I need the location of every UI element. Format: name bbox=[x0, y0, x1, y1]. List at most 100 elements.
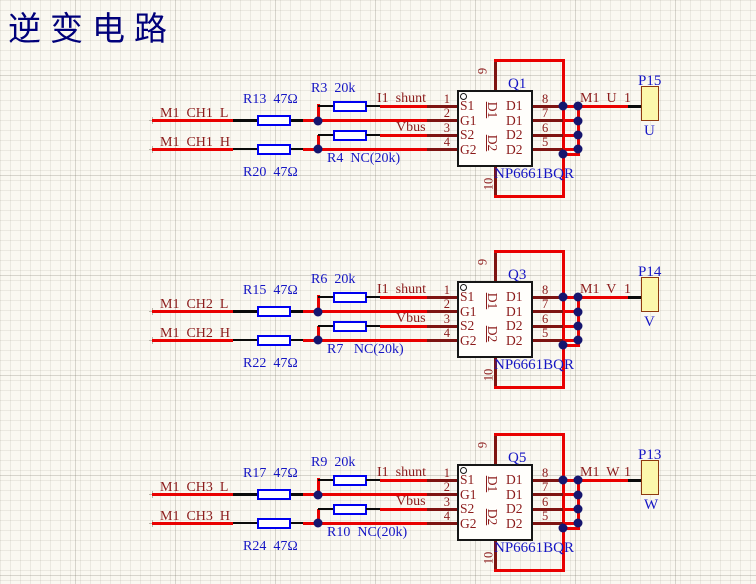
ic-part-number[interactable]: NP6661BQR bbox=[494, 540, 575, 556]
resistor-body-shunt[interactable] bbox=[333, 100, 367, 112]
circuit-block: M1 CH3 L M1 CH3 H R17 47Ω R24 47Ω R9 20k… bbox=[0, 374, 756, 584]
resistor-designator-series-l[interactable]: R13 47Ω bbox=[243, 92, 298, 107]
net-label-ch-h[interactable]: M1 CH2 H bbox=[160, 325, 231, 341]
junction-dot bbox=[313, 116, 323, 125]
pin-number: 3 bbox=[443, 494, 450, 509]
wire-rail-jumper bbox=[561, 152, 579, 156]
ic-pin-name: D2 bbox=[506, 141, 523, 157]
net-label-vbus[interactable]: Vbus bbox=[396, 493, 426, 509]
net-label-out[interactable]: M1 U bbox=[580, 91, 617, 106]
wire-ch-h bbox=[303, 338, 427, 342]
net-label-ch-h[interactable]: M1 CH3 H bbox=[160, 508, 231, 524]
net-label-shunt[interactable]: I1 shunt bbox=[377, 90, 426, 106]
connector-designator[interactable]: P15 bbox=[638, 72, 662, 89]
resistor-designator-series-h[interactable]: R20 47Ω bbox=[243, 165, 298, 180]
ic-part-number[interactable]: NP6661BQR bbox=[494, 166, 575, 182]
resistor-designator-shunt[interactable]: R9 20k bbox=[311, 455, 356, 470]
resistor-lead bbox=[291, 521, 303, 524]
resistor-body-nc[interactable] bbox=[333, 503, 367, 515]
wire-branch bbox=[316, 294, 320, 313]
wire-branch bbox=[316, 326, 320, 342]
junction-dot bbox=[313, 335, 323, 345]
connector-label[interactable]: U bbox=[644, 122, 655, 139]
resistor-body-series-l[interactable] bbox=[257, 115, 291, 126]
resistor-designator-shunt[interactable]: R6 20k bbox=[311, 272, 356, 287]
wire-stub bbox=[563, 310, 578, 313]
connector-body[interactable] bbox=[641, 277, 659, 312]
resistor-designator-shunt[interactable]: R3 20k bbox=[311, 81, 356, 96]
ic-body[interactable] bbox=[457, 90, 533, 167]
connector-lead bbox=[628, 105, 641, 108]
resistor-designator-series-h[interactable]: R24 47Ω bbox=[243, 539, 298, 554]
net-label-vbus[interactable]: Vbus bbox=[396, 310, 426, 326]
resistor-lead bbox=[318, 324, 333, 327]
pin-number: 8 bbox=[542, 282, 549, 297]
junction-dot bbox=[573, 490, 583, 499]
net-label-out[interactable]: M1 W bbox=[580, 465, 620, 480]
connector-body[interactable] bbox=[641, 460, 659, 495]
resistor-lead bbox=[366, 104, 380, 107]
wire-rail-b bbox=[576, 478, 580, 530]
ic-part-number[interactable]: NP6661BQR bbox=[494, 357, 575, 373]
resistor-designator-series-h[interactable]: R22 47Ω bbox=[243, 356, 298, 371]
wire-branch bbox=[316, 477, 320, 496]
wire-ch-l bbox=[152, 119, 233, 122]
pin-number: 2 bbox=[443, 106, 450, 120]
net-label-shunt[interactable]: I1 shunt bbox=[377, 464, 426, 480]
ic-pin-name: D2 bbox=[506, 332, 523, 348]
ic-pin-7 bbox=[533, 119, 563, 122]
connector-pin-number: 1 bbox=[624, 91, 631, 106]
resistor-designator-nc[interactable]: R7 NC(20k) bbox=[327, 342, 404, 357]
net-label-ch-l[interactable]: M1 CH3 L bbox=[160, 480, 229, 495]
net-label-ch-h[interactable]: M1 CH1 H bbox=[160, 134, 231, 150]
pin1-marker-icon bbox=[460, 93, 467, 100]
resistor-body-series-h[interactable] bbox=[257, 143, 291, 155]
wire-stub bbox=[563, 119, 578, 122]
resistor-body-series-l[interactable] bbox=[257, 489, 291, 500]
resistor-body-series-h[interactable] bbox=[257, 517, 291, 529]
net-label-shunt[interactable]: I1 shunt bbox=[377, 281, 426, 297]
ic-designator[interactable]: Q3 bbox=[508, 266, 527, 283]
resistor-body-shunt[interactable] bbox=[333, 474, 367, 486]
wire-bottom-loop bbox=[493, 194, 565, 198]
pin-number-top: 9 bbox=[475, 67, 490, 75]
ic-body[interactable] bbox=[457, 464, 533, 541]
resistor-body-series-l[interactable] bbox=[257, 306, 291, 317]
net-label-vbus[interactable]: Vbus bbox=[396, 119, 426, 135]
ic-body[interactable] bbox=[457, 281, 533, 358]
connector-designator[interactable]: P14 bbox=[638, 263, 662, 280]
resistor-body-shunt[interactable] bbox=[333, 291, 367, 303]
connector-label[interactable]: V bbox=[644, 313, 655, 330]
junction-dot bbox=[558, 149, 568, 159]
resistor-body-series-h[interactable] bbox=[257, 334, 291, 346]
resistor-body-nc[interactable] bbox=[333, 320, 367, 332]
ic-pin-1 bbox=[427, 478, 457, 482]
resistor-designator-nc[interactable]: R4 NC(20k) bbox=[327, 151, 401, 166]
resistor-body-nc[interactable] bbox=[333, 129, 367, 141]
pin-number: 4 bbox=[443, 326, 450, 340]
ic-pin-name: G2 bbox=[460, 332, 477, 348]
ic-pin-name: S1 bbox=[460, 472, 475, 487]
wire-out bbox=[563, 478, 628, 482]
ic-designator[interactable]: Q5 bbox=[508, 449, 527, 466]
ic-pin-1 bbox=[427, 295, 457, 299]
resistor-designator-series-l[interactable]: R15 47Ω bbox=[243, 283, 298, 298]
wire-stub bbox=[563, 133, 578, 137]
net-label-ch-l[interactable]: M1 CH1 L bbox=[160, 106, 229, 121]
net-label-out[interactable]: M1 V bbox=[580, 282, 617, 297]
pin-number-top: 9 bbox=[475, 258, 490, 266]
ic-rotated-label: D2 bbox=[485, 134, 500, 151]
resistor-designator-series-l[interactable]: R17 47Ω bbox=[243, 466, 298, 481]
ic-pin-6 bbox=[533, 133, 563, 137]
junction-dot bbox=[573, 144, 583, 154]
pin-number: 2 bbox=[443, 297, 450, 311]
connector-label[interactable]: W bbox=[644, 496, 659, 513]
pin-number: 6 bbox=[542, 311, 549, 326]
connector-designator[interactable]: P13 bbox=[638, 446, 662, 463]
net-label-ch-l[interactable]: M1 CH2 L bbox=[160, 297, 229, 312]
pin-number: 1 bbox=[443, 465, 450, 480]
ic-designator[interactable]: Q1 bbox=[508, 75, 527, 92]
ic-pin-7 bbox=[533, 493, 563, 496]
resistor-designator-nc[interactable]: R10 NC(20k) bbox=[327, 525, 408, 540]
connector-body[interactable] bbox=[641, 86, 659, 121]
